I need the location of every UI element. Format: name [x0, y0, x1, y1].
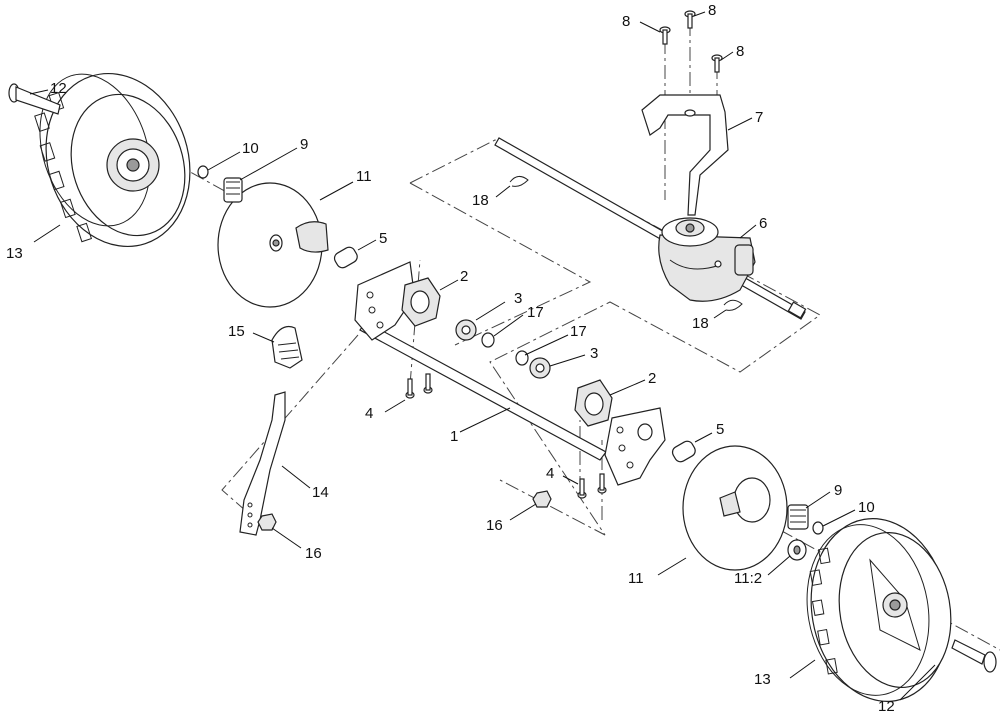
clips-18 [509, 176, 743, 311]
bushing-housings-2 [401, 277, 613, 427]
callout-8: 8 [736, 43, 744, 60]
callout-5: 5 [379, 230, 387, 247]
callout-16: 16 [486, 517, 503, 534]
leader-lines [29, 11, 936, 701]
callout-8: 8 [708, 2, 716, 19]
retaining-rings [197, 165, 824, 535]
callout-6: 6 [759, 215, 767, 232]
spacers-5 [333, 246, 696, 463]
callout-8: 8 [622, 13, 630, 30]
callout-12: 12 [50, 80, 67, 97]
callout-11: 11 [628, 570, 644, 587]
callout-10: 10 [858, 499, 875, 516]
callout-13: 13 [754, 671, 771, 688]
callout-17: 17 [527, 304, 544, 321]
callout-9: 9 [300, 136, 308, 153]
callout-15: 15 [228, 323, 245, 340]
callout-3: 3 [590, 345, 598, 362]
bearings-3 [455, 319, 551, 379]
callout-7: 7 [755, 109, 763, 126]
left-wheel [34, 72, 191, 248]
right-wheel [806, 518, 952, 702]
callout-1: 1 [450, 428, 458, 445]
callout-16: 16 [305, 545, 322, 562]
mounting-bracket [641, 94, 729, 216]
right-axle-bolt [951, 639, 997, 673]
callout-3: 3 [514, 290, 522, 307]
right-dust-cover [682, 445, 788, 571]
screws-8 [659, 10, 723, 73]
callout-2: 2 [648, 370, 656, 387]
callout-5: 5 [716, 421, 724, 438]
callout-9: 9 [834, 482, 842, 499]
callout-14: 14 [312, 484, 329, 501]
left-dust-cover [217, 182, 329, 308]
lever-grip [271, 325, 303, 369]
transmission-gearbox [658, 217, 756, 302]
callout-18: 18 [472, 192, 489, 209]
callout-4: 4 [365, 405, 373, 422]
screws-4 [405, 373, 607, 499]
callout-labels: 8 8 8 7 6 18 18 12 12 13 13 10 10 9 9 11… [6, 2, 895, 715]
callout-4: 4 [546, 465, 554, 482]
nuts-16 [257, 490, 552, 531]
washers-17 [481, 332, 529, 366]
height-adjust-lever [239, 391, 286, 536]
left-side-plate [354, 261, 416, 341]
washer-11-2 [787, 539, 807, 561]
callout-17: 17 [570, 323, 587, 340]
callout-11: 11 [356, 168, 372, 185]
callout-2: 2 [460, 268, 468, 285]
callout-11-2: 11:2 [734, 570, 762, 587]
callout-18: 18 [692, 315, 709, 332]
left-pinion-gear [223, 177, 243, 203]
right-side-plate [604, 407, 666, 486]
callout-10: 10 [242, 140, 259, 157]
right-pinion-gear [787, 504, 809, 530]
callout-12: 12 [878, 698, 895, 715]
callout-13: 13 [6, 245, 23, 262]
left-axle-bolt [8, 83, 61, 115]
